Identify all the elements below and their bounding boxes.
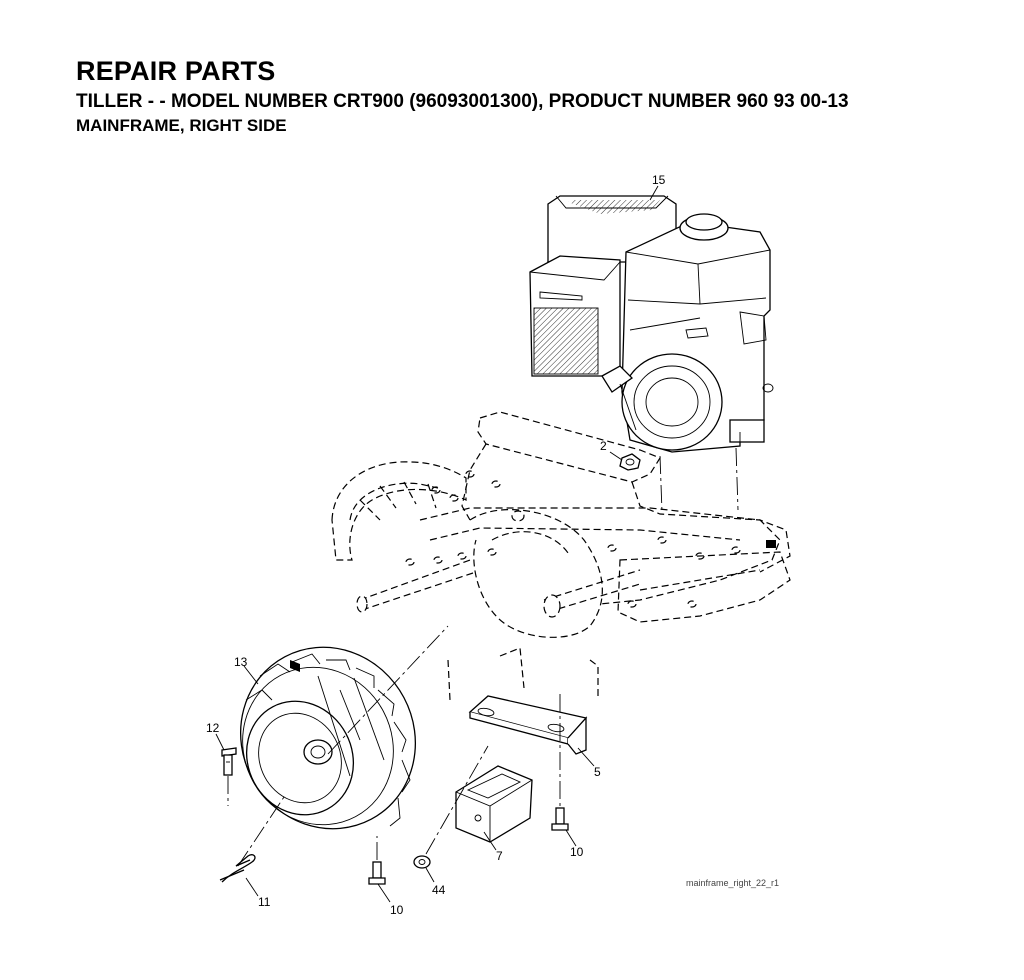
mainframe-dashed (331, 411, 791, 701)
wheel-part-13[interactable] (209, 616, 447, 859)
bolt-part-10-right[interactable] (551, 807, 569, 831)
bolt-part-10-left[interactable] (368, 861, 386, 885)
callout-44: 44 (432, 883, 446, 897)
page-title: REPAIR PARTS (76, 56, 276, 86)
callout-5: 5 (594, 765, 601, 779)
callout-11: 11 (258, 895, 271, 909)
rubber-bumper-part-7[interactable] (455, 765, 533, 843)
clevis-pin-part-12[interactable] (221, 747, 237, 776)
callout-10-left: 10 (390, 903, 404, 917)
leader-lines (215, 185, 659, 903)
nut-part-44[interactable] (413, 855, 431, 869)
page-subtitle: TILLER - - MODEL NUMBER CRT900 (96093001… (76, 91, 849, 112)
nut-part-2[interactable] (619, 453, 641, 471)
callout-13: 13 (234, 655, 248, 669)
callout-2: 2 (600, 439, 607, 453)
engine-part-15[interactable] (529, 195, 774, 453)
mounting-plate-part-5[interactable] (468, 695, 588, 755)
callout-15: 15 (652, 173, 666, 187)
figure-id: mainframe_right_22_r1 (686, 878, 779, 888)
section-title: MAINFRAME, RIGHT SIDE (76, 116, 287, 135)
callout-12: 12 (206, 721, 220, 735)
hairpin-clip-part-11[interactable] (219, 854, 256, 883)
callout-7: 7 (496, 849, 503, 863)
callout-10-right: 10 (570, 845, 584, 859)
